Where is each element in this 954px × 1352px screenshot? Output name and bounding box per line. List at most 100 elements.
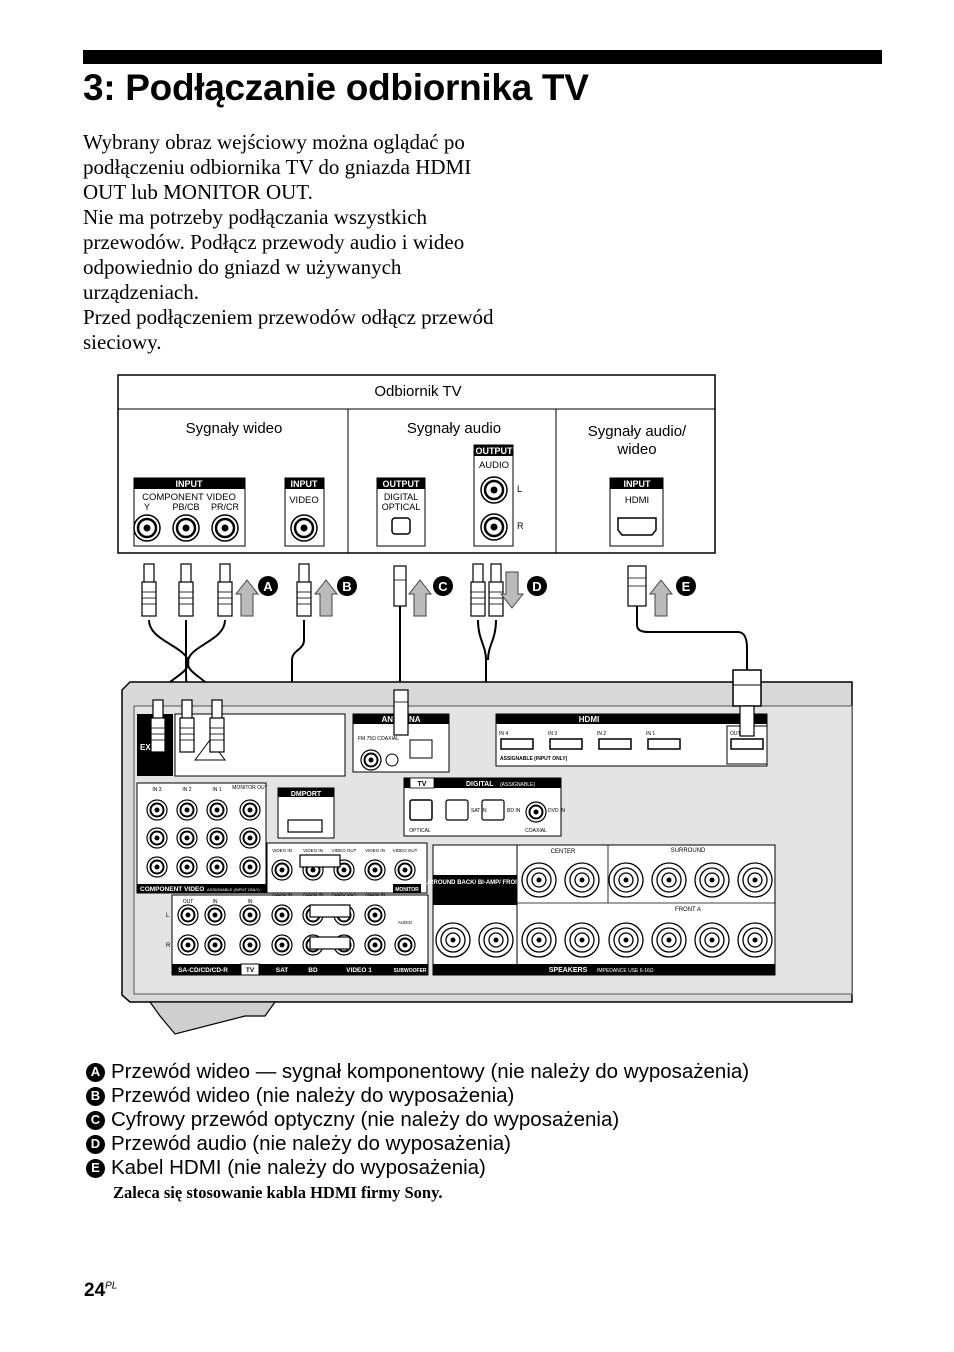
letter-c-badge: C	[86, 1110, 105, 1130]
intro-paragraph: Nie ma potrzeby podłączania wszystkich p…	[83, 205, 465, 304]
svg-text:EX: EX	[140, 743, 151, 752]
tv-optical-port	[391, 517, 411, 535]
digital-assignable-label: (ASSIGNABLE)	[500, 782, 535, 788]
svg-text:VIDEO OUT: VIDEO OUT	[393, 848, 418, 853]
tv-col-av: wideo	[616, 441, 656, 458]
tv-col-video: Sygnały wideo	[186, 420, 283, 437]
tv-panel: Odbiornik TV Sygnały wideo Sygnały audio…	[117, 374, 716, 554]
receiver-rear-panel: EX ANTENNA FM 75Ω COAXIAL HDMI IN 4 IN 3…	[121, 669, 853, 1035]
tv-y-jack	[132, 513, 162, 543]
svg-text:E: E	[682, 579, 691, 594]
cable-letter-b: B	[337, 576, 357, 596]
legend-item-d: D Przewód audio (nie należy do wyposażeni…	[86, 1132, 749, 1156]
svg-text:VIDEO OUT: VIDEO OUT	[332, 848, 357, 853]
svg-text:SUBWOOFER: SUBWOOFER	[393, 968, 426, 974]
svg-text:C: C	[438, 579, 448, 594]
intro-paragraph: Przed podłączeniem przewodów odłącz prze…	[83, 305, 494, 354]
tv-input-label: INPUT	[624, 479, 652, 489]
tv-r-label: R	[517, 521, 524, 531]
svg-text:VIDEO IN: VIDEO IN	[272, 848, 292, 853]
tv-video-jack	[289, 513, 319, 543]
intro-text: Wybrany obraz wejściowy można oglądać po…	[83, 130, 503, 355]
dmport-label: DMPORT	[291, 791, 322, 798]
tv-audio-l-jack	[479, 475, 509, 505]
letter-a-badge: A	[86, 1062, 105, 1082]
tv-output-label: OUTPUT	[476, 446, 514, 456]
cable-letter-d: D	[527, 576, 547, 596]
cable-plugs	[141, 563, 673, 617]
page-number-value: 24	[84, 1280, 106, 1301]
cable-letters: A B C D E	[258, 576, 696, 596]
tv-hdmi-label: HDMI	[625, 495, 649, 506]
receiver-plugs	[150, 699, 351, 950]
hdmi-assignable-label: ASSIGNABLE (INPUT ONLY)	[500, 756, 568, 762]
svg-text:BD: BD	[308, 967, 318, 974]
tv-component-label: COMPONENT VIDEO	[142, 492, 236, 503]
speakers-label: SPEAKERS	[549, 967, 588, 974]
letter-d-badge: D	[86, 1134, 105, 1154]
svg-text:IN: IN	[213, 899, 218, 905]
svg-text:AUDIO OUT: AUDIO OUT	[331, 892, 356, 897]
svg-text:CENTER: CENTER	[551, 849, 576, 855]
svg-text:FRONT A: FRONT A	[675, 907, 701, 913]
svg-text:SURROUND: SURROUND	[671, 848, 706, 854]
title-rule	[83, 50, 882, 64]
digital-dvd-in-label: DVD IN	[548, 808, 565, 814]
digital-optical-label: OPTICAL	[409, 828, 431, 834]
svg-text:IN 3: IN 3	[152, 787, 161, 793]
svg-text:AUDIO IN: AUDIO IN	[272, 892, 292, 897]
letter-e-badge: E	[86, 1158, 105, 1178]
legend-text: Cyfrowy przewód optyczny (nie należy do …	[111, 1108, 620, 1131]
fm-label: FM 75Ω COAXIAL	[358, 736, 399, 742]
tv-digital-label: DIGITAL	[384, 492, 418, 502]
letter-b-badge: B	[86, 1086, 105, 1106]
svg-text:AUDIO IN: AUDIO IN	[365, 892, 385, 897]
tv-pb-label: PB/CB	[172, 502, 199, 512]
tv-pb-jack	[171, 513, 201, 543]
legend-text: Przewód wideo — sygnał komponentowy (nie…	[111, 1060, 750, 1083]
legend-item-c: C Cyfrowy przewód optyczny (nie należy do…	[86, 1108, 749, 1132]
svg-text:R: R	[166, 943, 171, 949]
receiver-hdmi-label: HDMI	[579, 715, 599, 724]
tv-l-label: L	[517, 484, 522, 494]
tv-col-av: Sygnały audio/	[588, 423, 687, 440]
hdmi-in1-label: IN 1	[646, 731, 655, 737]
cable-letter-c: C	[433, 576, 453, 596]
legend-text: Kabel HDMI (nie należy do wyposażenia)	[111, 1156, 486, 1179]
svg-text:MONITOR: MONITOR	[395, 887, 419, 893]
page-title: 3: Podłączanie odbiornika TV	[83, 67, 589, 108]
tv-output-label: OUTPUT	[383, 479, 421, 489]
legend-text: Przewód audio (nie należy do wyposażenia…	[111, 1132, 511, 1155]
tv-pr-jack	[210, 513, 240, 543]
tv-audio-r-jack	[479, 512, 509, 542]
svg-text:A: A	[263, 579, 273, 594]
svg-text:AUDIO: AUDIO	[398, 920, 413, 925]
hdmi-in2-label: IN 2	[597, 731, 606, 737]
page-language-suffix: PL	[105, 1280, 118, 1292]
impedance-label: IMPEDANCE USE 6-16Ω	[597, 968, 654, 974]
page-number: 24PL	[84, 1280, 117, 1302]
digital-bd-in-label: BD IN	[507, 808, 521, 814]
cable-legend: A Przewód wideo — sygnał komponentowy (ni…	[86, 1060, 749, 1180]
receiver-component-assignable: ASSIGNABLE (INPUT ONLY)	[207, 887, 260, 892]
digital-label: DIGITAL	[466, 781, 494, 788]
tv-hdmi-port	[617, 517, 657, 536]
svg-text:L: L	[166, 913, 170, 919]
svg-text:VIDEO IN: VIDEO IN	[365, 848, 385, 853]
tv-audio-label: AUDIO	[479, 460, 509, 471]
svg-text:B: B	[342, 579, 351, 594]
cable-letter-e: E	[676, 576, 696, 596]
tv-y-label: Y	[144, 502, 150, 512]
hdmi-in3-label: IN 3	[548, 731, 557, 737]
svg-text:TV: TV	[246, 967, 255, 974]
svg-text:IN 2: IN 2	[182, 787, 191, 793]
svg-text:D: D	[532, 579, 541, 594]
hdmi-out-label: OUT	[730, 731, 741, 737]
tv-input-label: INPUT	[176, 479, 204, 489]
legend-item-a: A Przewód wideo — sygnał komponentowy (ni…	[86, 1060, 749, 1084]
svg-text:SA-CD/CD/CD-R: SA-CD/CD/CD-R	[178, 967, 228, 974]
legend-item-e: E Kabel HDMI (nie należy do wyposażenia)	[86, 1156, 749, 1180]
cable-letter-a: A	[258, 576, 278, 596]
tv-video-label: VIDEO	[289, 495, 319, 506]
